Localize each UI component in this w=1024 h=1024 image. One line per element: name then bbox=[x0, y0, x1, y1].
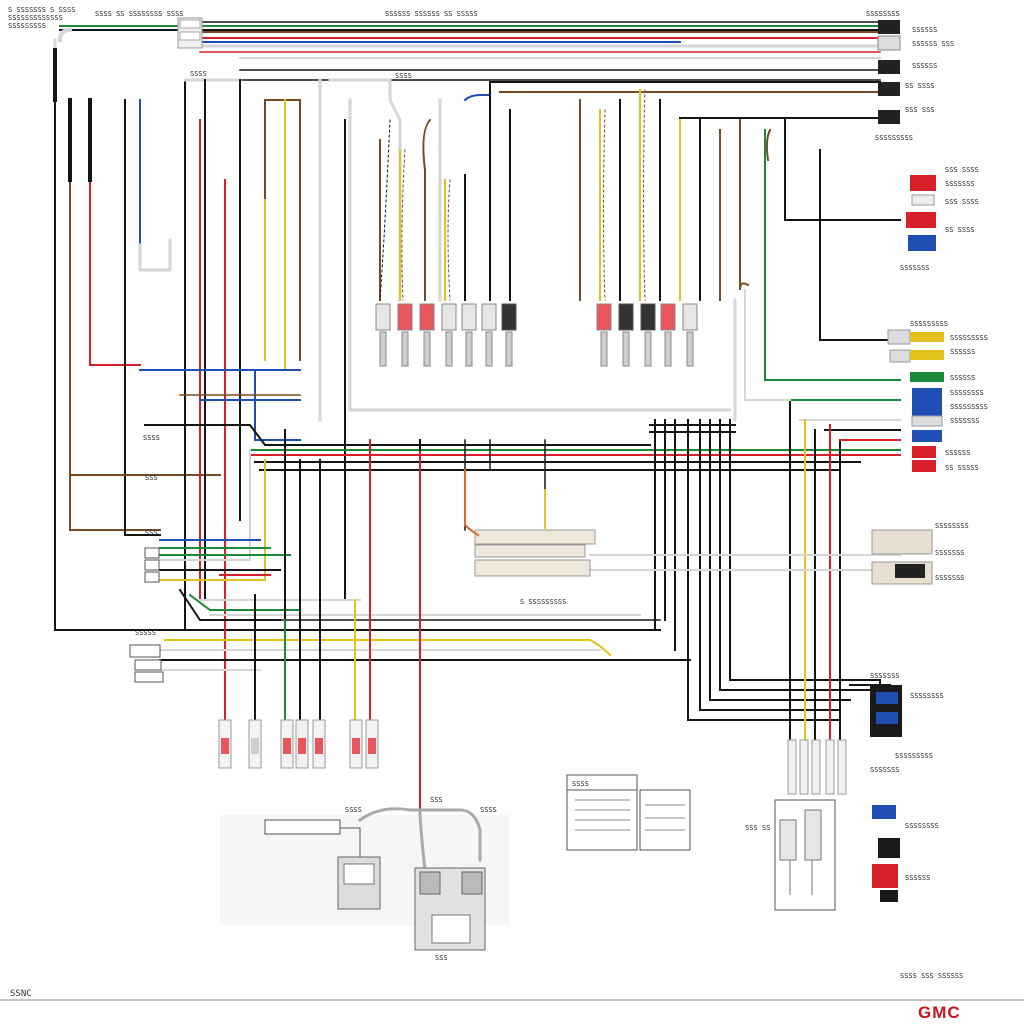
mid-bus-wires bbox=[159, 429, 901, 811]
right-upper-label-4: SSSSSSS bbox=[900, 264, 930, 272]
upper-pin-row bbox=[375, 303, 698, 367]
right-vertical-bundle bbox=[589, 119, 901, 741]
right-lower-label-1: SSSSSSS bbox=[935, 549, 965, 557]
right-mid-yellow-label-0: SSSSSSSSS bbox=[910, 320, 948, 328]
top-right-label-2: SSSSSS SSS bbox=[912, 40, 954, 48]
bottom-fuse-row bbox=[218, 719, 379, 769]
pin-11 bbox=[660, 303, 676, 367]
right-upper-label-2: SSS SSSS bbox=[945, 198, 979, 206]
right-upper-label-3: SS SSSS bbox=[945, 226, 975, 234]
right-lower-label-0: SSSSSSSS bbox=[935, 522, 969, 530]
pin-3 bbox=[419, 303, 435, 367]
fuse-2 bbox=[248, 719, 262, 769]
left-label-1: SSS bbox=[145, 474, 158, 482]
pin-4 bbox=[441, 303, 457, 367]
header-label-2: SSSSSSSSSSSSS bbox=[8, 14, 63, 22]
right-lower-pins bbox=[787, 739, 847, 795]
right-mid-blue-label-0: SSSSSSSS bbox=[950, 389, 984, 397]
upper-middle-bundles bbox=[328, 78, 901, 412]
right-bottom-label-0: SSSSSSS bbox=[870, 672, 900, 680]
schematic-box: SSSS bbox=[566, 774, 691, 851]
top-right-label-6: SSSSSSSSS bbox=[875, 134, 913, 142]
header-label-3: SSSSSSSSS bbox=[8, 22, 46, 30]
fuse-1 bbox=[218, 719, 232, 769]
connector-lower-right bbox=[870, 685, 902, 737]
right-bottom-label-4: SSSSSSSS bbox=[905, 822, 939, 830]
top-right-label-1: SSSSSS bbox=[912, 26, 937, 34]
right-mid-blue-label-2: SSSSSSS bbox=[950, 417, 980, 425]
corner-label: SSNC bbox=[10, 989, 32, 999]
left-label-0: SSSS bbox=[143, 434, 160, 442]
right-bottom-label-2: SSSSSSSSS bbox=[895, 752, 933, 760]
top-left-connector bbox=[177, 17, 203, 49]
lower-right-label: SSS SS bbox=[745, 824, 770, 832]
top-right-label-5: SSS SSS bbox=[905, 106, 935, 114]
connector-top-right bbox=[877, 20, 901, 124]
pin-12 bbox=[682, 303, 698, 367]
connector-bottom-right bbox=[872, 805, 900, 902]
pin-10 bbox=[640, 303, 656, 367]
pin-9 bbox=[618, 303, 634, 367]
pin-2 bbox=[397, 303, 413, 367]
bottom-block-left-label: SSSS bbox=[345, 806, 362, 814]
pin-8 bbox=[596, 303, 612, 367]
fuse-5 bbox=[312, 719, 326, 769]
connector-red-blue bbox=[906, 175, 936, 251]
brand-label: SSSS SSS SSSSSS bbox=[900, 972, 963, 980]
pin-7 bbox=[501, 303, 517, 367]
right-upper-label-1: SSSSSSS bbox=[945, 180, 975, 188]
right-mid-blue-label-3: SSSSSS bbox=[945, 449, 970, 457]
right-connectors bbox=[870, 20, 944, 902]
center-block-label: SSSS bbox=[572, 780, 589, 788]
right-labels: SSSSSSSS SSSSSS SSSSSS SSS SSSSSS SS SSS… bbox=[866, 10, 988, 882]
right-bottom-label-1: SSSSSSSS bbox=[910, 692, 944, 700]
top-right-label-0: SSSSSSSS bbox=[866, 10, 900, 18]
right-mid-yellow-label-1: SSSSSSSSS bbox=[950, 334, 988, 342]
left-connectors bbox=[129, 547, 164, 683]
connector-yellow-green bbox=[887, 329, 944, 382]
right-mid-yellow-label-2: SSSSSS bbox=[950, 348, 975, 356]
right-upper-label-0: SSS SSSS bbox=[945, 166, 979, 174]
pin-6 bbox=[481, 303, 497, 367]
bottom-modules: SSS SSSS SSSS SSS bbox=[220, 796, 510, 962]
fuse-6 bbox=[349, 719, 363, 769]
mid-label: S SSSSSSSSS bbox=[520, 598, 566, 606]
top-right-label-3: SSSSSS bbox=[912, 62, 937, 70]
fuse-3 bbox=[280, 719, 294, 769]
ecu-label-2: SSS bbox=[430, 796, 443, 804]
left-labels: SSSS SSS SSS SSSSS SSSS SSSS S SSSSSSSSS bbox=[135, 70, 566, 637]
right-lower-label-2: SSSSSSS bbox=[935, 574, 965, 582]
header-center-label: SSSSSS SSSSSS SS SSSSS bbox=[385, 10, 478, 18]
right-bottom-label-5: SSSSSS bbox=[905, 874, 930, 882]
fuse-4 bbox=[295, 719, 309, 769]
right-mid-blue-label-4: SS SSSSS bbox=[945, 464, 979, 472]
footer: SSNC SSSS SSS SSSSSS GMC bbox=[0, 972, 1024, 1022]
connector-beige bbox=[871, 529, 933, 585]
center-small-connectors bbox=[464, 469, 596, 577]
pin-5 bbox=[461, 303, 477, 367]
header-label-1: S SSSSSSS S SSSS bbox=[8, 6, 75, 14]
bottom-block-right-label: SSSS bbox=[480, 806, 497, 814]
pin-1 bbox=[375, 303, 391, 367]
relay-device: SSS SS bbox=[745, 799, 836, 911]
left-harness bbox=[53, 27, 661, 631]
connector-blue-red bbox=[911, 388, 943, 472]
left-label-4: SSSS bbox=[395, 72, 412, 80]
header: S SSSSSSS S SSSS SSSSSSSSSSSSS SSSSSSSSS… bbox=[8, 6, 478, 30]
left-label-2: SSS bbox=[145, 529, 158, 537]
left-label-3: SSSSS bbox=[135, 629, 156, 637]
header-center-left-label: SSSS SS SSSSSSSS SSSS bbox=[95, 10, 184, 18]
right-mid-yellow-label-3: SSSSSS bbox=[950, 374, 975, 382]
right-bottom-label-3: SSSSSSS bbox=[870, 766, 900, 774]
ecu-label: SSS bbox=[435, 954, 448, 962]
left-label-5: SSSS bbox=[190, 70, 207, 78]
top-bus-wires bbox=[59, 21, 882, 119]
fuse-7 bbox=[365, 719, 379, 769]
gmc-logo: GMC bbox=[918, 1003, 961, 1022]
center-left-wires bbox=[139, 78, 651, 721]
top-right-label-4: SS SSSS bbox=[905, 82, 935, 90]
right-mid-blue-label-1: SSSSSSSSS bbox=[950, 403, 988, 411]
